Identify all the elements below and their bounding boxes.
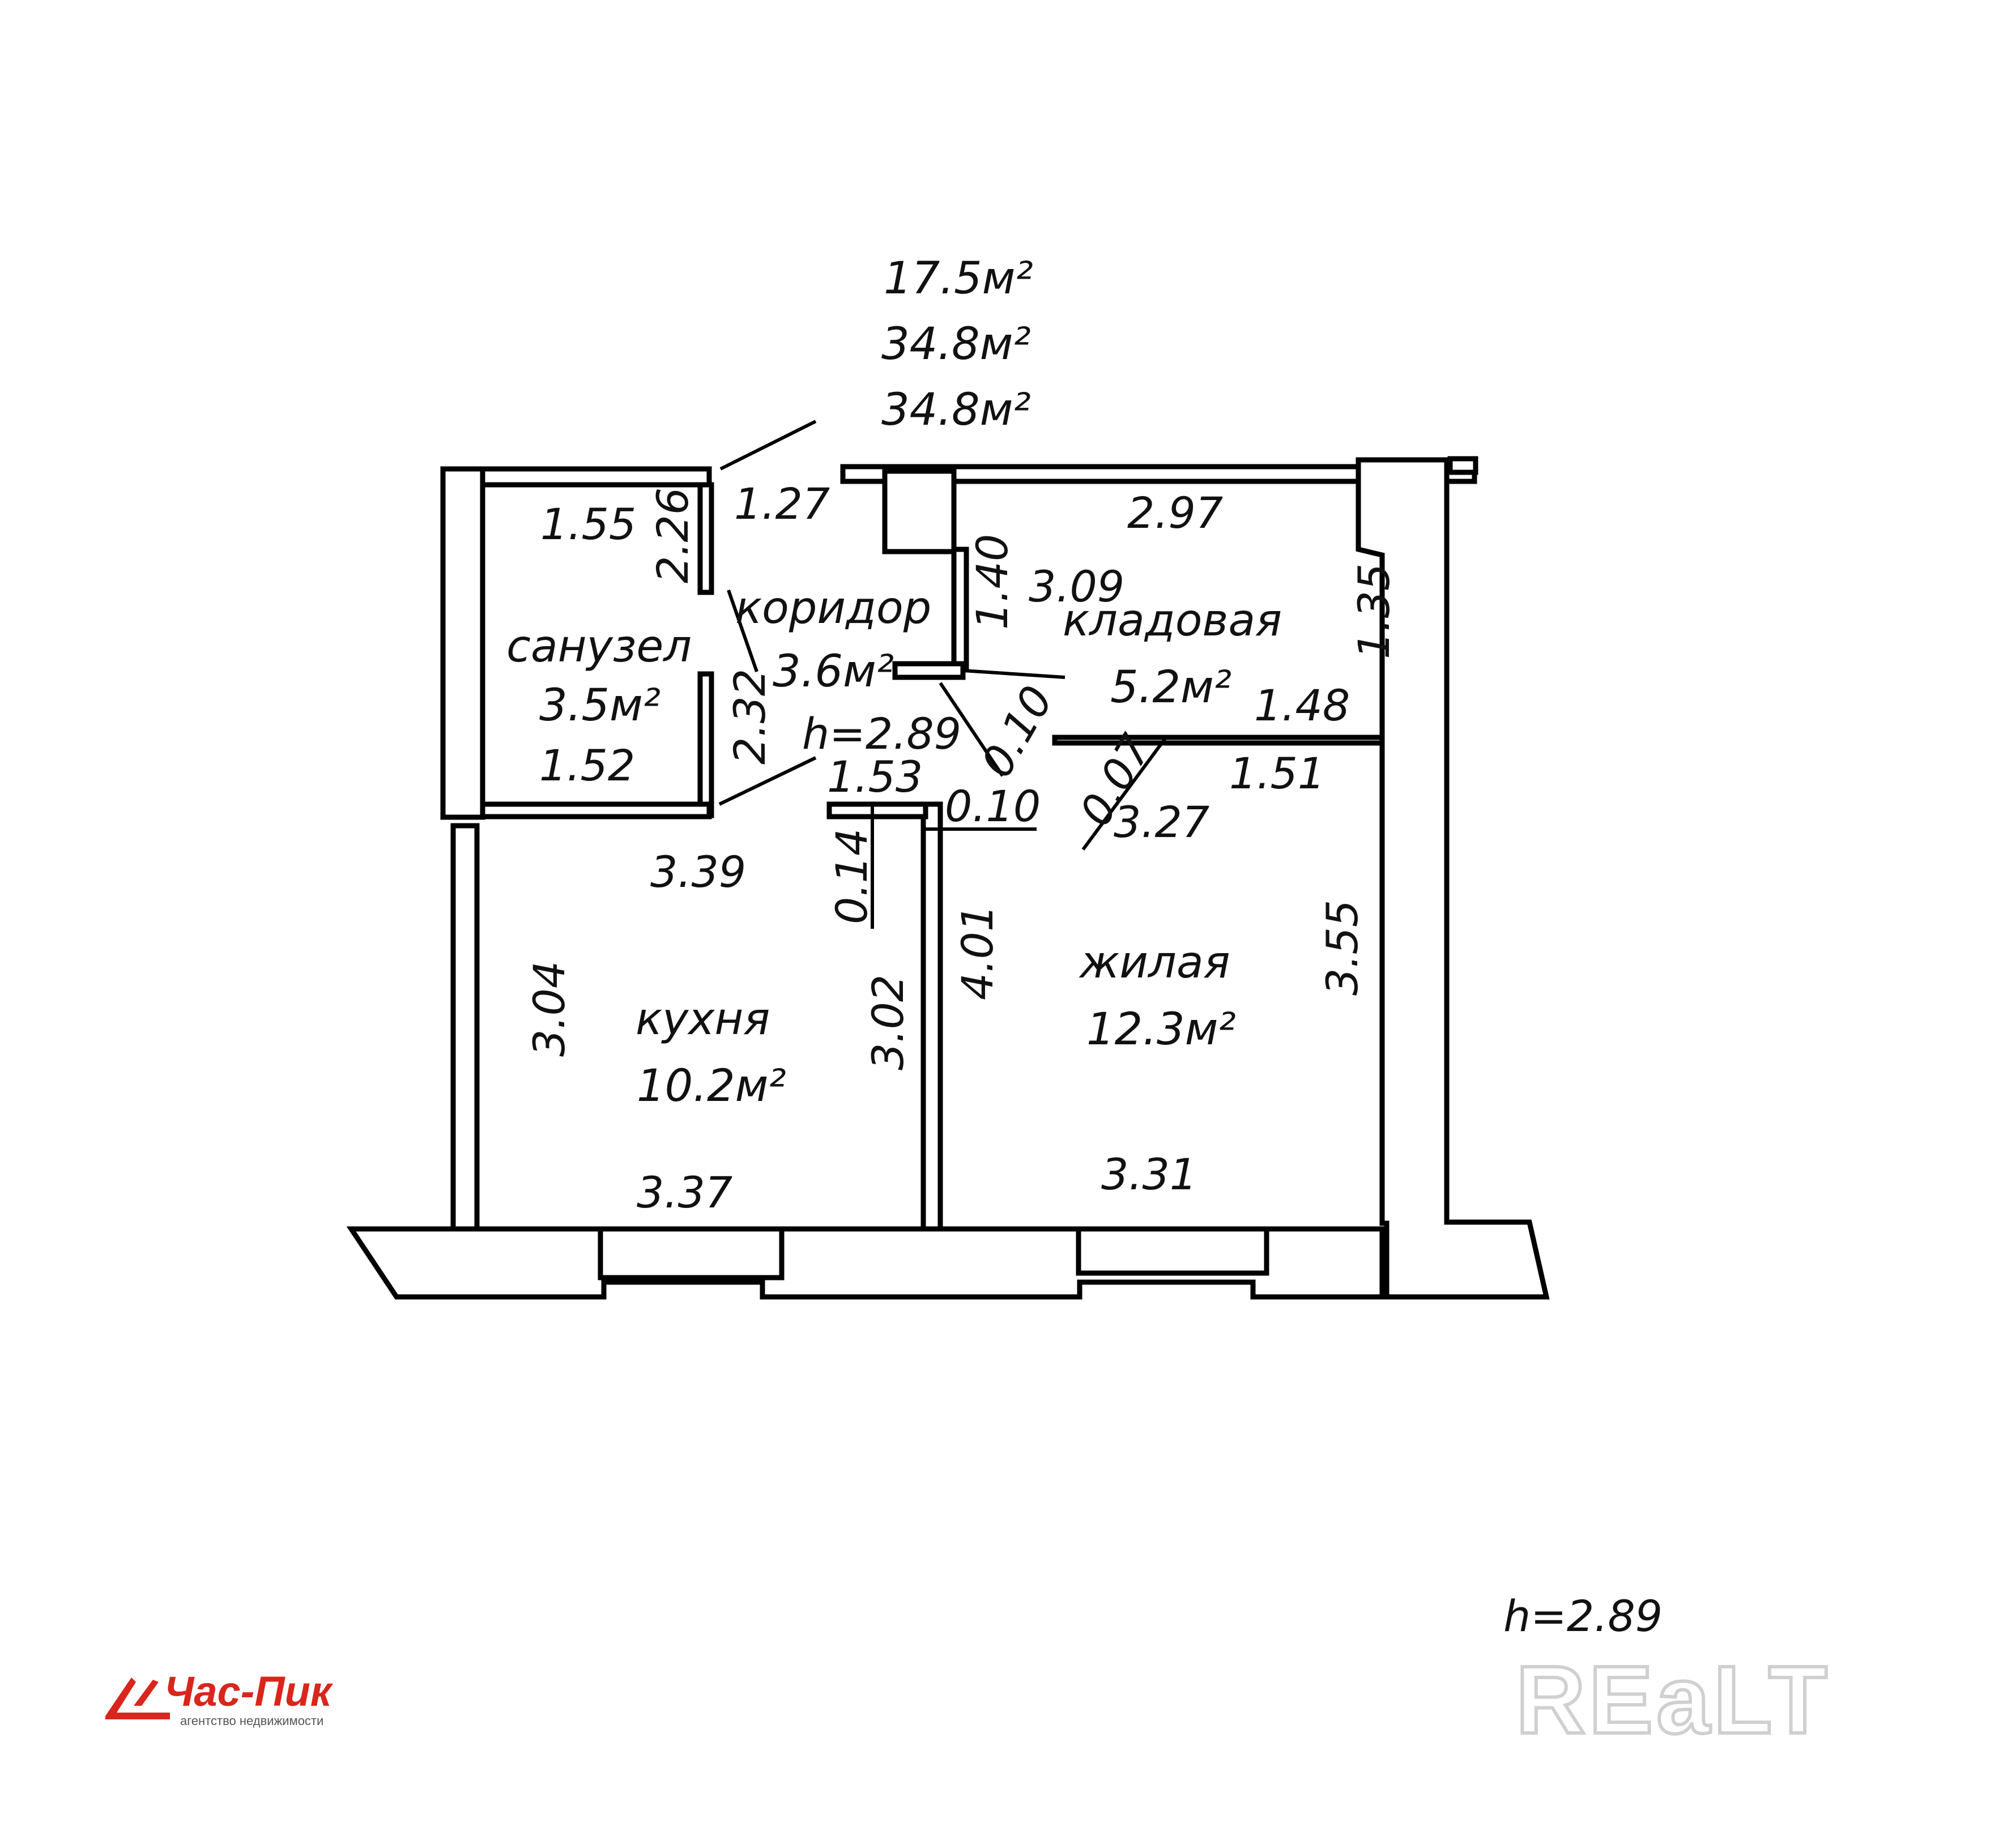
dim-1-48: 1.48 <box>1254 680 1350 731</box>
corridor-stub <box>826 801 928 819</box>
storage-left-wall <box>951 547 969 671</box>
living-diag <box>1081 735 1169 851</box>
room-area-bathroom: 3.5м² <box>539 680 660 731</box>
dim-0-10-upper: 0.10 <box>945 781 1041 831</box>
room-area-storage: 5.2м² <box>1110 662 1231 713</box>
bath-right-wall-upper <box>697 482 714 595</box>
agency-name: Час-Пик <box>164 1668 334 1715</box>
right-wall <box>1356 457 1550 1300</box>
realt-watermark: REaLT <box>1516 1646 1831 1754</box>
dim-3-39: 3.39 <box>650 847 746 897</box>
room-area-living: 12.3м² <box>1086 1004 1236 1055</box>
dim-2-26: 2.26 <box>647 488 698 583</box>
kitchen-window <box>598 1226 785 1280</box>
ceiling-height: h=2.89 <box>1503 1591 1663 1641</box>
room-area-kitchen: 10.2м² <box>637 1061 786 1112</box>
room-name-living: жилая <box>1079 937 1230 988</box>
dim-0-14: 0.14 <box>826 829 877 924</box>
bath-bottom-wall <box>480 801 712 819</box>
agency-tagline: агентство недвижимости <box>180 1714 323 1728</box>
room-name-bathroom: санузел <box>506 621 692 672</box>
dim-3-37: 3.37 <box>637 1167 732 1218</box>
dim-1-53: 1.53 <box>827 752 923 802</box>
dim-1-27: 1.27 <box>734 479 830 529</box>
agency-logo-icon <box>105 1677 170 1719</box>
dim-1-35: 1.35 <box>1349 563 1399 659</box>
room-name-corridor: коридор <box>735 583 931 634</box>
dim-3-02: 3.02 <box>863 975 913 1070</box>
dim-1-55: 1.55 <box>540 499 636 549</box>
dim-1-40: 1.40 <box>967 534 1017 630</box>
kitchen-left-wall <box>450 823 480 1232</box>
room-area-corridor: 3.6м² <box>773 646 894 697</box>
kitchen-living-wall <box>920 801 943 1232</box>
door-diag <box>939 682 1004 777</box>
top-wall-bath <box>480 466 712 488</box>
storage-door-line <box>962 669 1065 679</box>
dim-0-10-diag: 0.10 <box>971 677 1063 785</box>
living-top-partition <box>1052 735 1385 746</box>
storage-bottom-wall <box>892 661 966 680</box>
dim-4-01: 4.01 <box>952 904 1003 1000</box>
dim-1-52: 1.52 <box>539 740 635 791</box>
ceiling-height-inner: h=2.89 <box>802 708 961 759</box>
room-name-storage: кладовая <box>1063 595 1282 646</box>
living-area-total: 17.5м² <box>884 253 1033 304</box>
dim-3-55: 3.55 <box>1317 900 1367 996</box>
bath-right-wall-lower <box>697 671 714 818</box>
shaft-block <box>882 468 957 554</box>
dim-1-51: 1.51 <box>1229 748 1325 799</box>
leader-line-top <box>719 420 817 471</box>
dim-3-27: 3.27 <box>1114 797 1209 847</box>
dim-3-09: 3.09 <box>1029 561 1124 612</box>
dim-2-32: 2.32 <box>724 669 775 765</box>
total-area: 34.8м² <box>881 319 1031 370</box>
area-with-balcony: 34.8м² <box>881 385 1031 436</box>
dim-2-97: 2.97 <box>1127 488 1223 538</box>
left-wall-upper <box>440 466 485 820</box>
leader-line-corridor <box>718 756 817 806</box>
dim-3-31: 3.31 <box>1101 1149 1197 1199</box>
room-name-kitchen: кухня <box>636 994 770 1045</box>
living-window <box>1076 1226 1269 1276</box>
agency-logo: Час-Пик агентство недвижимости <box>105 1668 334 1728</box>
dim-3-04: 3.04 <box>524 961 574 1057</box>
corridor-diag <box>727 590 758 672</box>
top-wall-stub <box>1447 456 1478 475</box>
